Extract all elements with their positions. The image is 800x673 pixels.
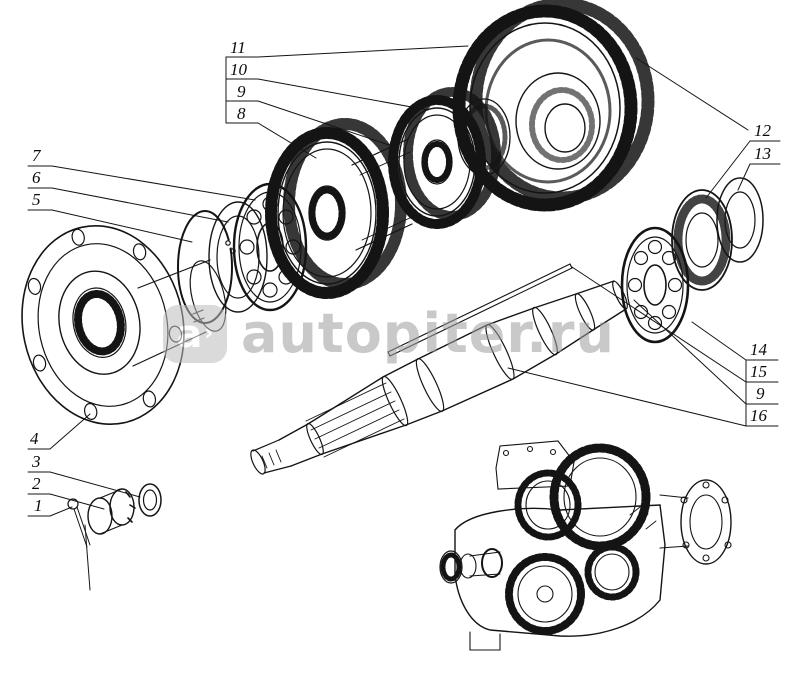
circlip (177, 210, 240, 324)
callout-9-top: 9 (237, 82, 246, 101)
lock-ring (138, 483, 162, 517)
callout-16: 16 (750, 406, 767, 425)
flange (21, 224, 185, 426)
callout-leader-lines (27, 45, 781, 517)
callout-12: 12 (754, 121, 771, 140)
callout-11: 11 (230, 38, 246, 57)
callout-1: 1 (34, 496, 43, 515)
callout-13: 13 (754, 144, 771, 163)
gear-11 (452, 0, 655, 212)
cotter-pin (67, 498, 91, 591)
callout-15: 15 (750, 362, 767, 381)
seal-ring (671, 189, 733, 291)
callout-8: 8 (237, 104, 246, 123)
gear-8 (265, 118, 413, 299)
main-shaft (250, 280, 628, 475)
callout-3: 3 (32, 452, 41, 471)
callout-7: 7 (32, 146, 41, 165)
callout-10: 10 (230, 60, 247, 79)
callout-14: 14 (750, 340, 767, 359)
callout-2: 2 (32, 474, 41, 493)
callout-6: 6 (32, 168, 41, 187)
callout-5: 5 (32, 190, 41, 209)
callout-4: 4 (30, 429, 39, 448)
callout-9-right: 9 (756, 384, 765, 403)
assembled-gearbox (439, 440, 732, 651)
spacer-ring (716, 177, 764, 263)
castle-nut (87, 488, 136, 535)
